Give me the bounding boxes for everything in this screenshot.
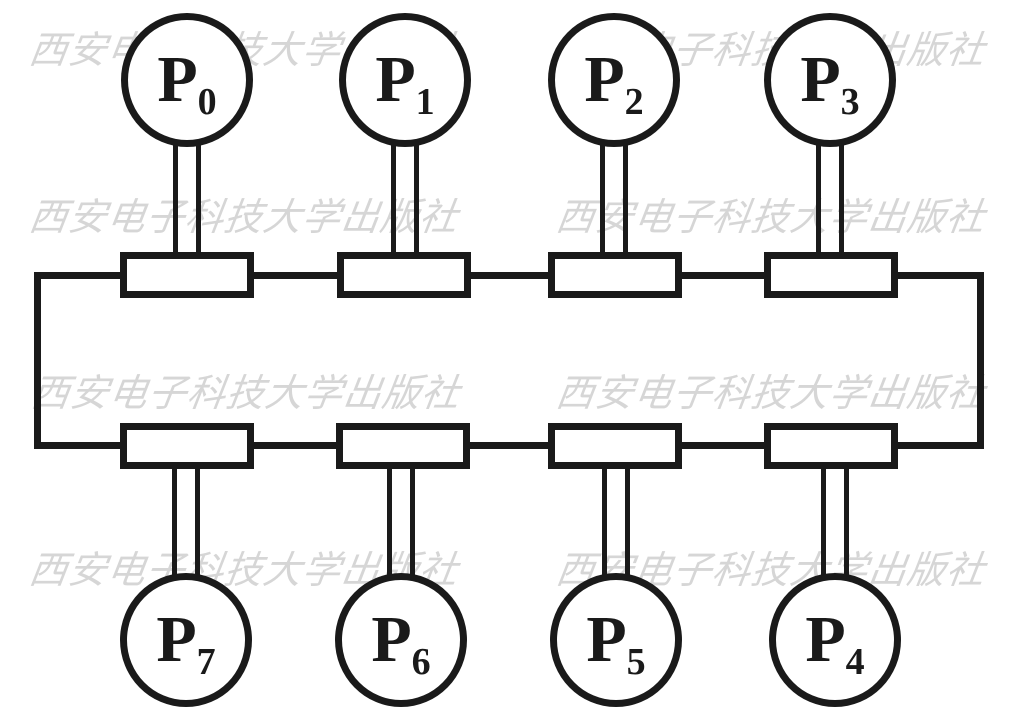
node-subscript: 2 <box>624 81 644 123</box>
link-P1 <box>391 135 419 255</box>
node-label: P <box>805 603 846 676</box>
node-subscript: 7 <box>196 641 216 683</box>
ring-interface-box-P0 <box>120 252 254 298</box>
link-P4 <box>821 466 849 586</box>
ring-interface-box-P1 <box>337 252 471 298</box>
link-P2 <box>600 135 628 255</box>
link-P0 <box>173 135 201 255</box>
node-subscript: 6 <box>411 641 431 683</box>
ring-interface-box-P4 <box>764 423 898 469</box>
link-P3 <box>816 135 844 255</box>
node-label: P <box>375 43 416 116</box>
ring-interface-box-P5 <box>548 423 682 469</box>
link-P5 <box>602 466 630 586</box>
node-subscript: 5 <box>626 641 646 683</box>
node-label: P <box>371 603 412 676</box>
ring-interface-box-P3 <box>764 252 898 298</box>
ring-interface-box-P6 <box>336 423 470 469</box>
node-subscript: 3 <box>840 81 860 123</box>
link-P6 <box>387 466 415 586</box>
ring-bus <box>34 272 984 449</box>
node-label: P <box>586 603 627 676</box>
ring-interface-box-P2 <box>548 252 682 298</box>
link-P7 <box>172 466 200 586</box>
ring-interface-box-P7 <box>120 423 254 469</box>
node-subscript: 0 <box>197 81 217 123</box>
node-label: P <box>800 43 841 116</box>
node-subscript: 1 <box>415 81 435 123</box>
node-subscript: 4 <box>845 641 865 683</box>
node-label: P <box>584 43 625 116</box>
node-label: P <box>156 603 197 676</box>
node-label: P <box>157 43 198 116</box>
